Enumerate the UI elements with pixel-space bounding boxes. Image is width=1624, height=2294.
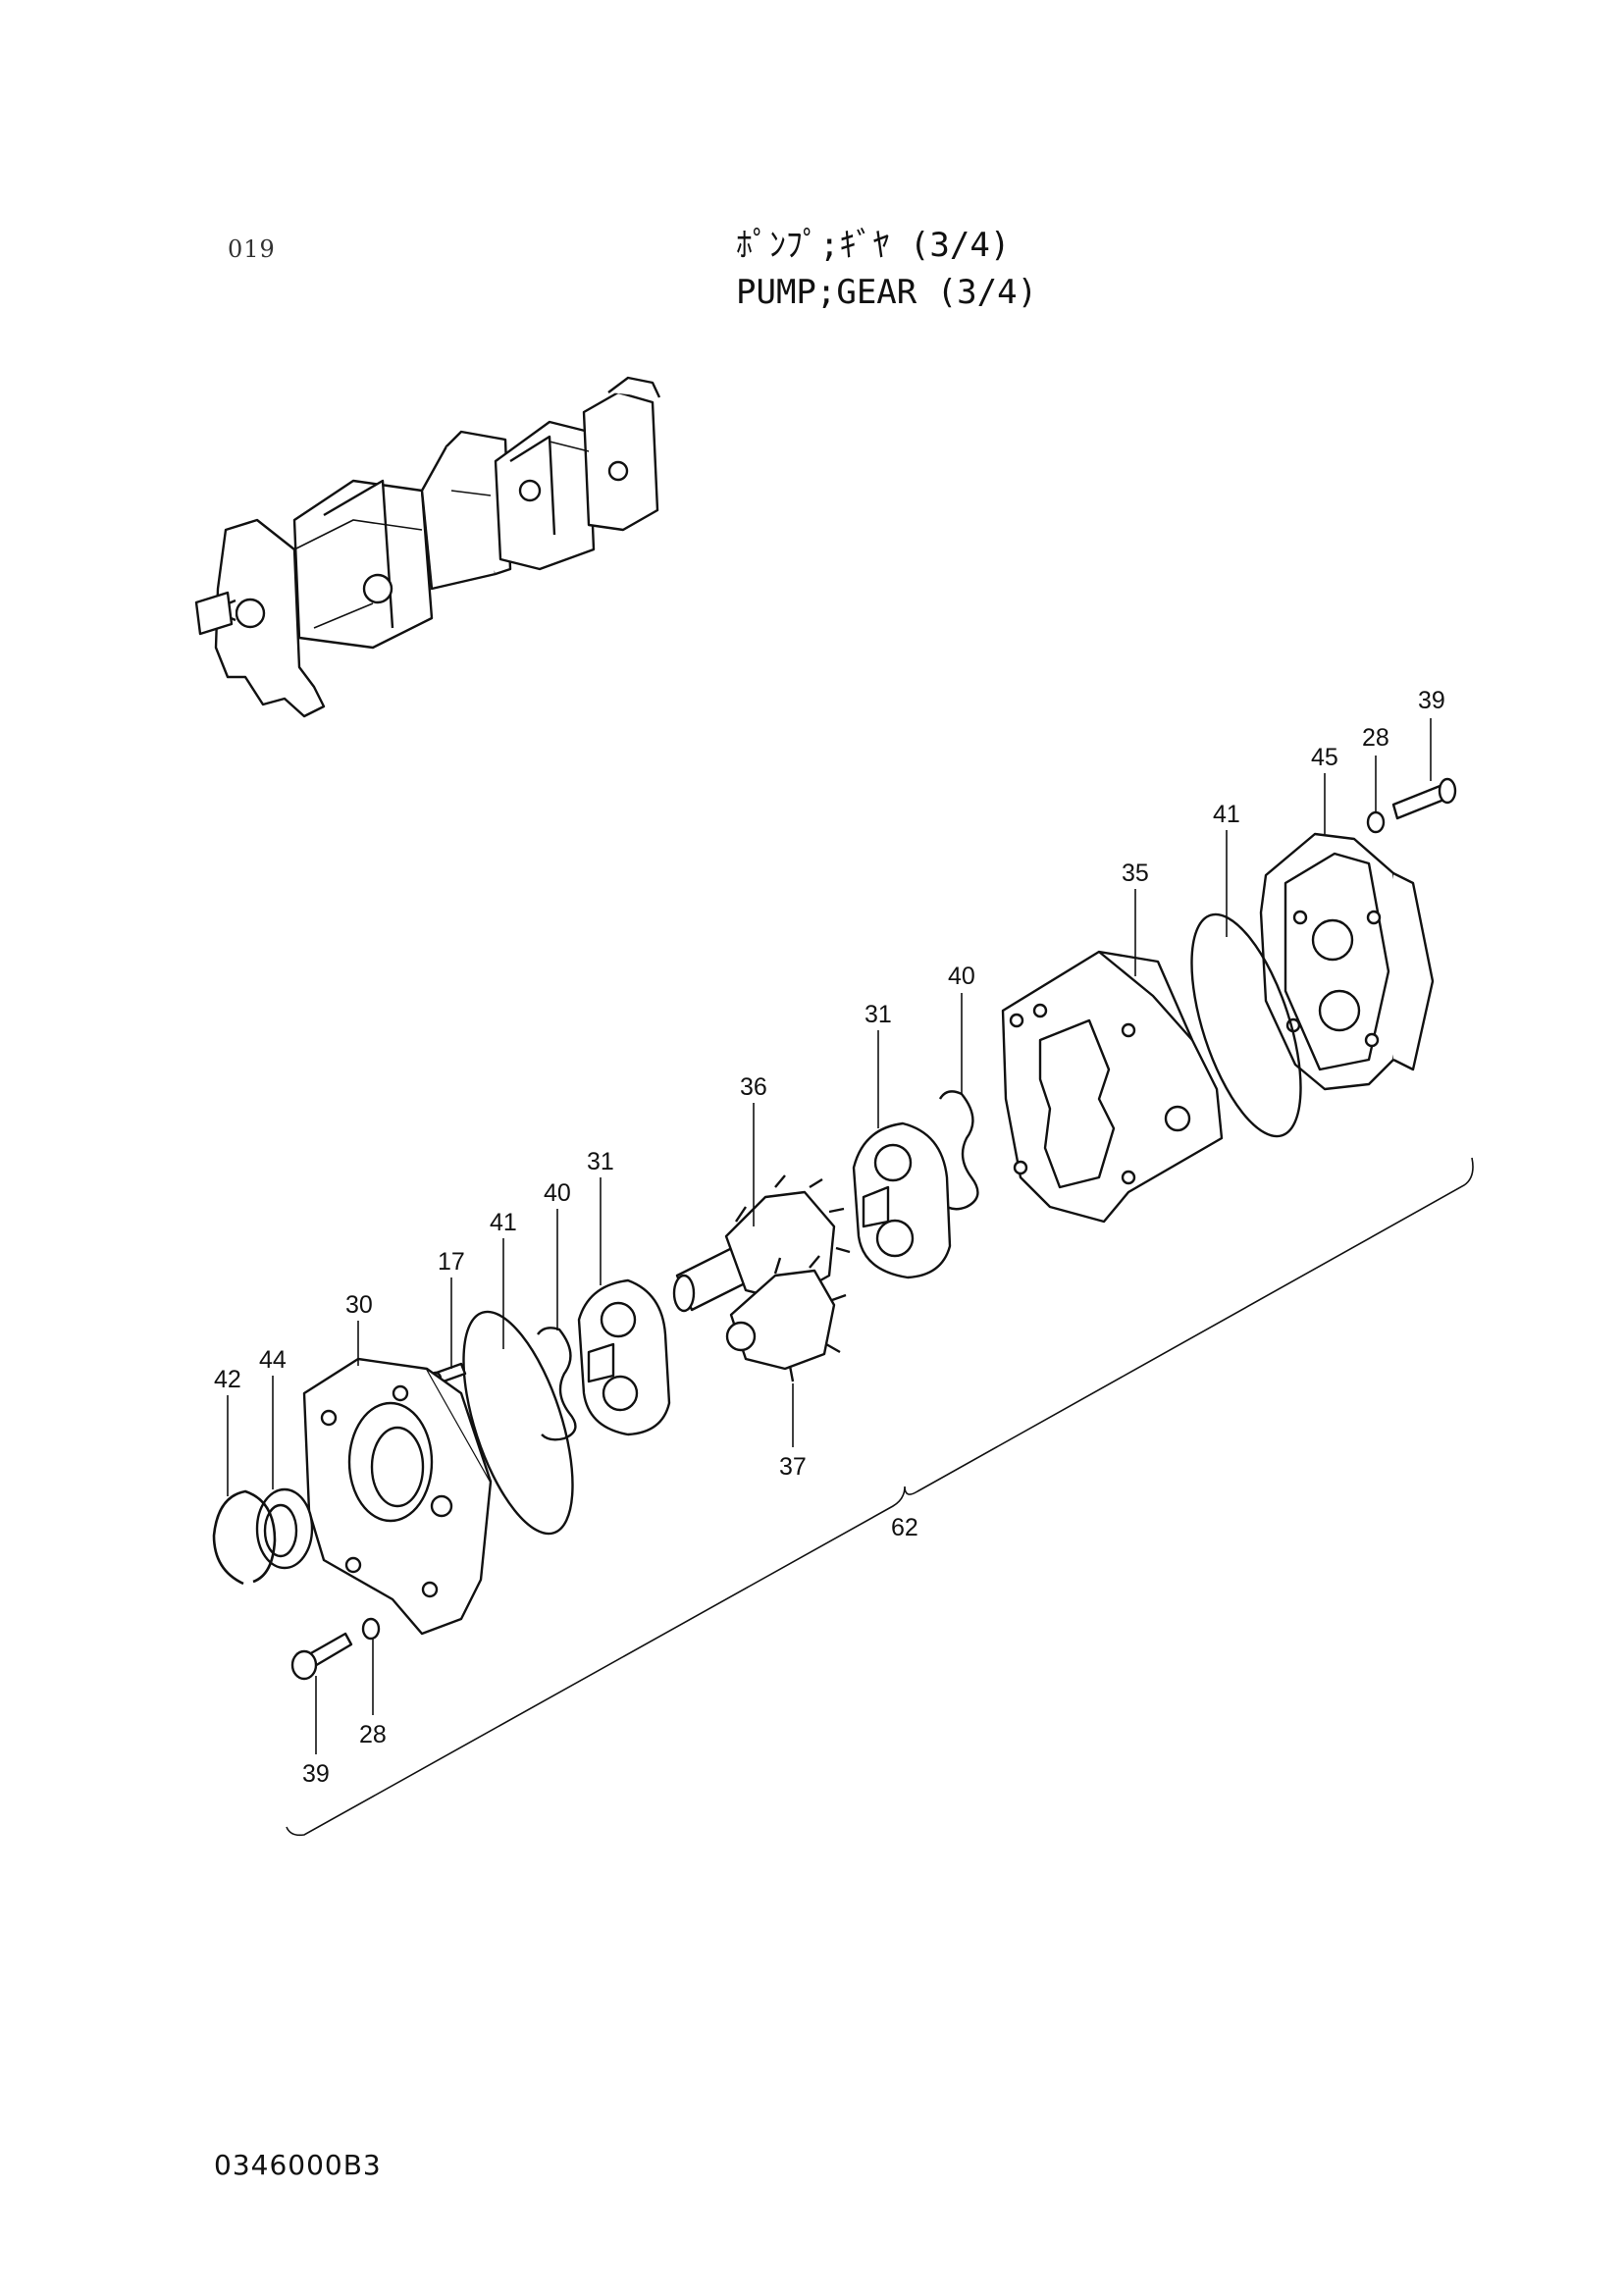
callout-28-top: 28 xyxy=(1362,724,1389,752)
callout-45: 45 xyxy=(1311,744,1338,771)
rear-cover-45 xyxy=(1259,832,1435,1091)
leader-lines xyxy=(227,718,1432,1754)
bolt-39-bottom xyxy=(290,1632,353,1681)
backup-ring-40-right xyxy=(938,1090,979,1211)
callout-62: 62 xyxy=(891,1514,918,1541)
callout-37: 37 xyxy=(779,1453,807,1481)
washer-28-bottom xyxy=(361,1617,381,1641)
callout-41-left: 41 xyxy=(490,1209,517,1236)
bushing-31-left xyxy=(577,1278,671,1436)
callout-30: 30 xyxy=(345,1291,373,1319)
backup-ring-40-left xyxy=(537,1327,577,1441)
callout-35: 35 xyxy=(1122,860,1149,887)
front-cover-30 xyxy=(302,1357,493,1636)
drawing-code: 0346000B3 xyxy=(214,2149,382,2181)
callout-40-left: 40 xyxy=(544,1179,571,1207)
callout-17: 17 xyxy=(438,1248,465,1276)
callout-31-right: 31 xyxy=(864,1001,892,1028)
washer-28-top xyxy=(1366,810,1386,834)
o-ring-41-right xyxy=(1190,912,1302,1138)
callout-44: 44 xyxy=(259,1346,287,1374)
bolt-39-top xyxy=(1391,777,1457,820)
gear-housing-35 xyxy=(1001,950,1224,1224)
driven-gear-37 xyxy=(725,1255,847,1382)
callout-41-right: 41 xyxy=(1213,801,1240,828)
callout-39-top: 39 xyxy=(1418,687,1445,714)
callout-39-bottom: 39 xyxy=(302,1760,330,1788)
o-ring-41-left xyxy=(462,1310,574,1536)
callout-36: 36 xyxy=(740,1073,767,1101)
title-japanese: ﾎﾟﾝﾌﾟ;ｷﾞﾔ (3/4) xyxy=(736,226,1011,265)
callout-31-left: 31 xyxy=(587,1148,614,1175)
callout-28-bottom: 28 xyxy=(359,1721,387,1748)
bushing-31-right xyxy=(852,1121,952,1279)
callout-40-right: 40 xyxy=(948,963,975,990)
oil-seal-44 xyxy=(255,1487,314,1570)
callout-42: 42 xyxy=(214,1366,241,1393)
title-english: PUMP;GEAR (3/4) xyxy=(736,273,1038,312)
assembly-bracket xyxy=(286,1157,1474,1837)
page-number: 019 xyxy=(228,235,276,263)
assembly-thumbnail xyxy=(194,376,661,718)
snap-ring-42 xyxy=(212,1489,277,1586)
callout-labels: 39 28 45 41 35 40 31 36 31 40 41 17 30 4… xyxy=(214,687,1445,1788)
